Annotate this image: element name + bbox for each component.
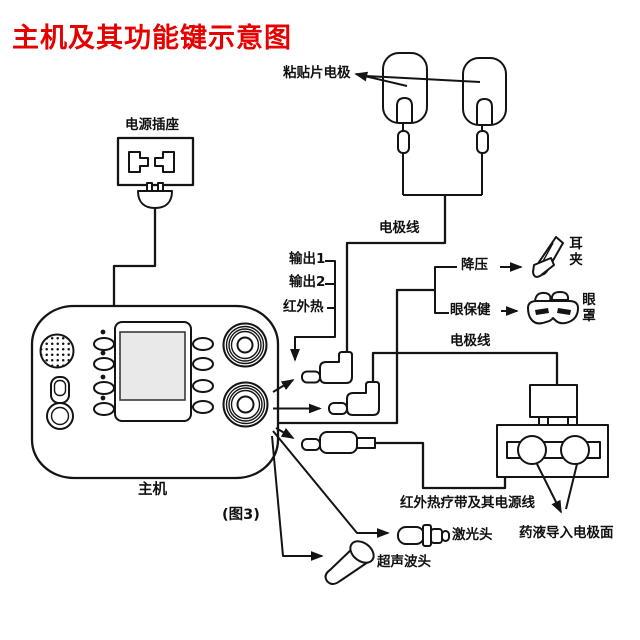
ir-belt-power-label: 红外热疗带及其电源线	[400, 495, 535, 511]
ultrasonic-head-icon	[271, 435, 375, 585]
barrel-connector-icon	[275, 427, 376, 454]
infrared-heat-label: 红外热	[283, 299, 324, 315]
output1-label: 输出1	[289, 251, 326, 267]
lower-dial-knob-icon	[222, 381, 269, 428]
electrode-wire-top-path	[345, 195, 447, 352]
left-button-column	[93, 329, 115, 416]
laser-head-icon	[272, 430, 450, 547]
main-unit-label: 主机	[138, 482, 167, 498]
power-socket-label: 电源插座	[125, 117, 179, 133]
adhesive-electrodes-label: 粘贴片电极	[283, 65, 351, 81]
electrode-wire-top-label: 电极线	[379, 220, 420, 236]
l-plug-2-icon	[273, 381, 380, 416]
output-bracket-lines	[290, 260, 336, 362]
adhesive-electrode-pads-icon	[354, 52, 507, 196]
medicine-electrode-label: 药液导入电极面	[519, 525, 614, 541]
ear-clip-label: 耳夹	[569, 236, 583, 268]
lcd-screen	[114, 321, 192, 422]
output2-label: 输出2	[289, 274, 326, 290]
bp-eyecare-bracket-lines	[271, 262, 523, 425]
power-cord-wire	[112, 208, 157, 306]
speaker-icon	[39, 333, 75, 369]
ir-belt-power-wire	[375, 441, 507, 490]
page-title: 主机及其功能键示意图	[12, 23, 292, 54]
laser-head-label: 激光头	[452, 527, 493, 543]
eye-mask-icon	[527, 291, 579, 325]
l-plug-1-icon	[272, 351, 353, 393]
electrode-wire-right-path	[371, 351, 559, 385]
right-button-column	[192, 337, 214, 414]
electrode-wire-right-label: 电极线	[450, 333, 491, 349]
ear-clip-icon	[532, 236, 564, 278]
figure-number-label: (图3)	[222, 507, 260, 523]
eye-mask-label: 眼罩	[582, 292, 596, 324]
eye-care-label: 眼保健	[450, 302, 491, 318]
power-socket-icon	[116, 136, 195, 209]
upper-dial-knob-icon	[222, 322, 268, 368]
toggle-switch-icon	[50, 376, 70, 404]
medicine-electrode-belt-icon	[496, 384, 609, 514]
small-knob-icon	[46, 402, 74, 430]
ultrasonic-head-label: 超声波头	[377, 554, 431, 570]
bp-reduce-label: 降压	[461, 257, 488, 273]
main-unit-icon	[30, 304, 280, 480]
